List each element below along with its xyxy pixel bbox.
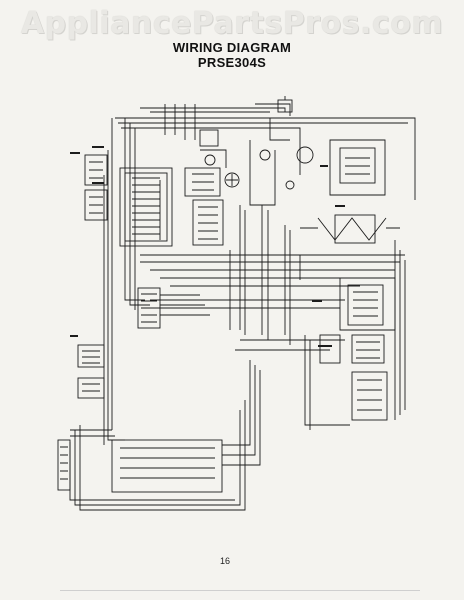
right-switch-mid: [319, 334, 385, 364]
relay-block: [184, 149, 227, 197]
right-switch-top: [339, 277, 396, 331]
center-vertical-runs: [229, 205, 291, 345]
switch-block-center: [192, 199, 224, 246]
timer-block: [119, 167, 173, 247]
page-number: 16: [220, 556, 231, 566]
bake-element: [300, 214, 400, 244]
diagram-title: WIRING DIAGRAM: [172, 40, 292, 55]
diagram-model: PRSE304S: [197, 55, 267, 70]
main-harness-bundle: [103, 103, 416, 445]
right-switch-bottom: [351, 371, 388, 421]
light-sockets: [199, 96, 293, 147]
left-switch-mid: [77, 344, 105, 399]
control-board-bottom: [69, 360, 261, 511]
watermark-logo: AppliancePartsPros.com: [20, 6, 444, 41]
element-block-top-right: [329, 139, 386, 196]
terminal-block-mid: [137, 287, 210, 329]
right-vertical-runs: [235, 240, 406, 430]
bottom-rule: [60, 590, 420, 591]
fan-motor-symbol: [224, 118, 314, 206]
left-terminal-strip: [57, 439, 71, 491]
left-switch-top: [84, 154, 108, 221]
wire-label-marks: [70, 146, 345, 347]
